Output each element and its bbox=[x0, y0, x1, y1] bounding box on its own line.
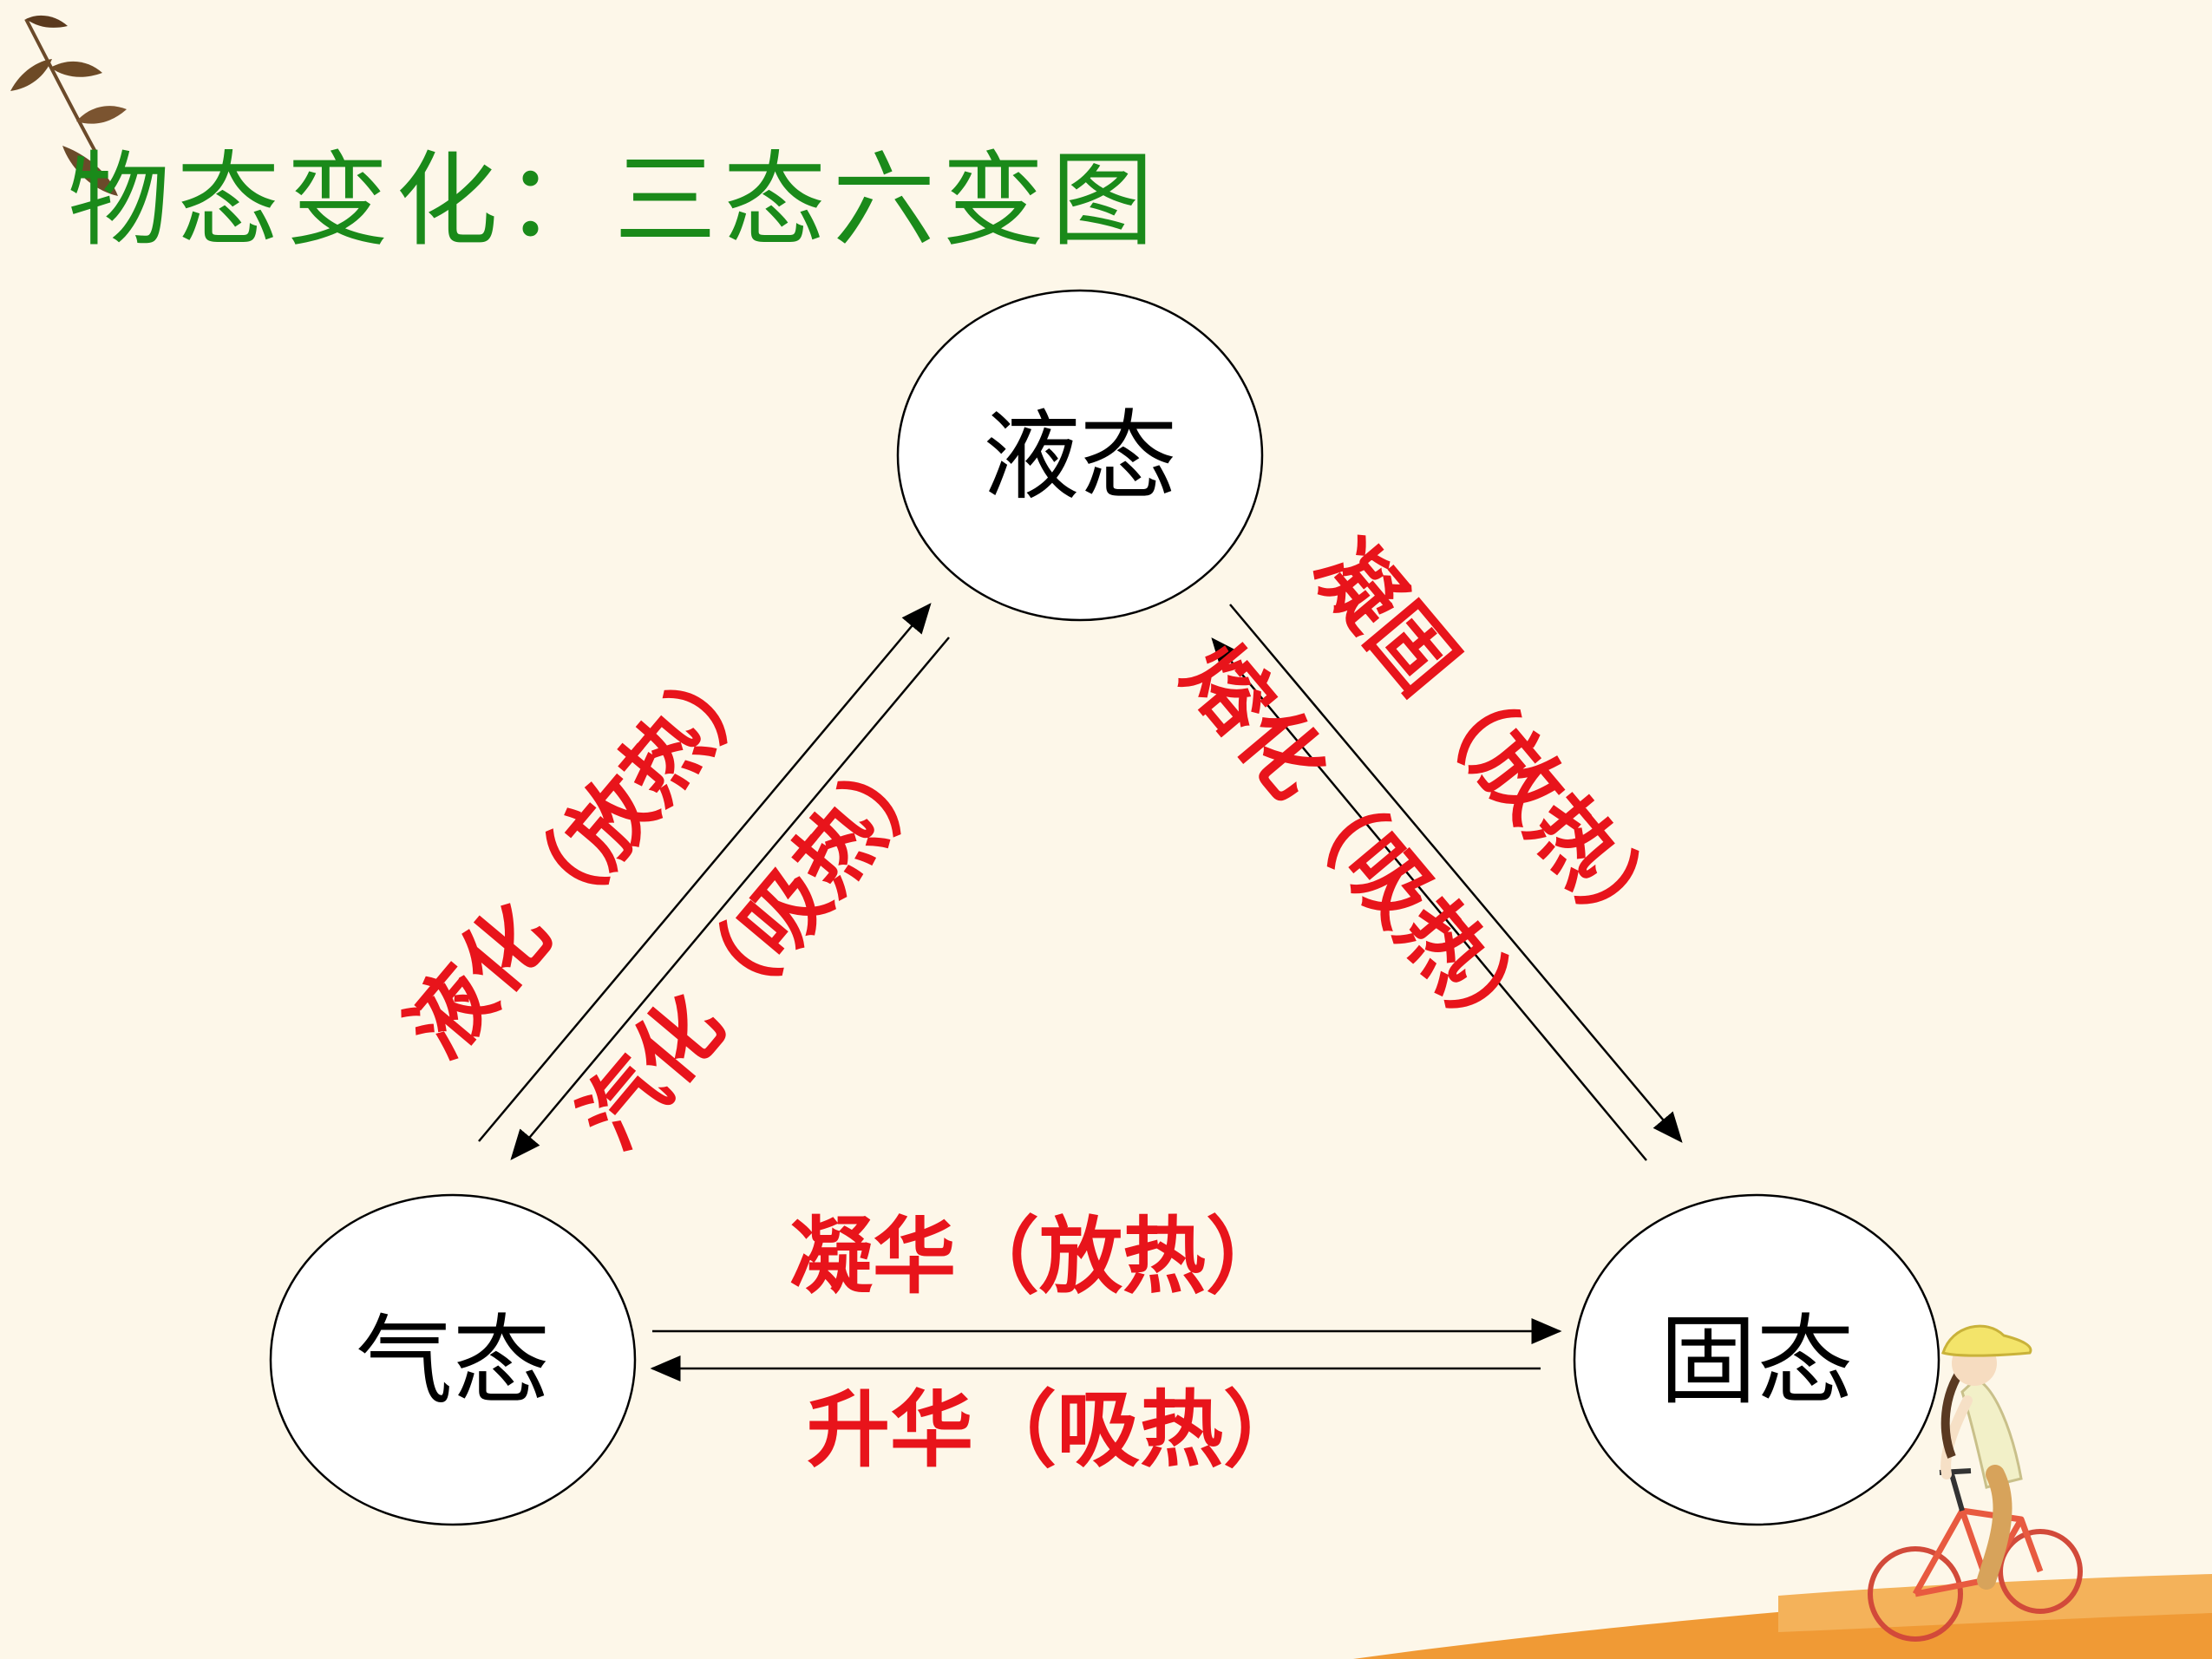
liquefaction-arrow bbox=[478, 603, 932, 1142]
deposition-label: 凝华（放热） bbox=[789, 1208, 1289, 1305]
gas-state-label: 气态 bbox=[356, 1305, 550, 1418]
solid-state-label: 固态 bbox=[1659, 1305, 1854, 1418]
sublimation-label: 升华（吸热） bbox=[807, 1381, 1306, 1479]
melting-arrow bbox=[1211, 637, 1647, 1161]
liquid-state-label: 液态 bbox=[983, 401, 1177, 513]
leaf-branch-icon bbox=[10, 15, 127, 196]
solidification-arrow bbox=[1229, 604, 1683, 1143]
girl-on-bicycle-icon bbox=[1353, 1324, 2212, 1659]
page-title: 物态变化：三态六变图 bbox=[68, 140, 1161, 260]
liquid-state-node: 液态 bbox=[896, 289, 1264, 622]
vaporization-arrow bbox=[510, 637, 950, 1160]
solid-state-node: 固态 bbox=[1573, 1193, 1940, 1526]
gas-state-node: 气态 bbox=[269, 1193, 637, 1526]
